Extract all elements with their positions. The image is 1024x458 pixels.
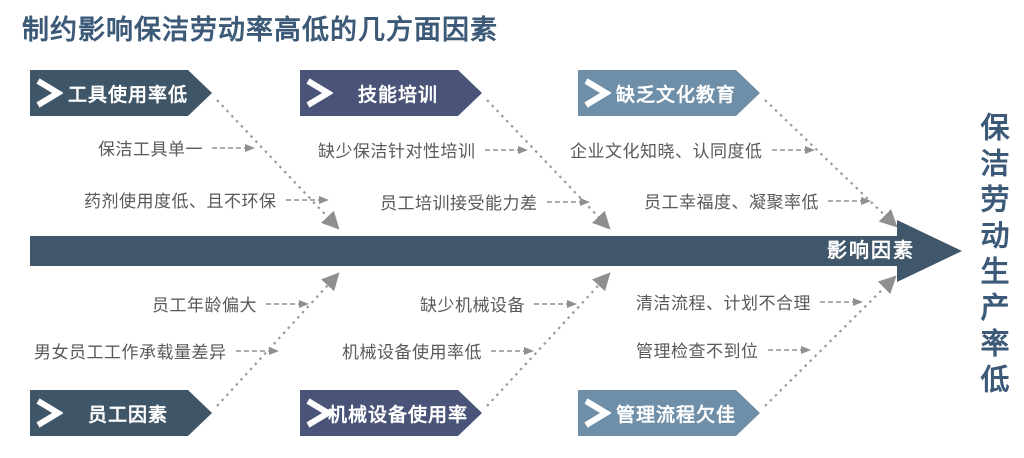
- cause-label: 男女员工工作承载量差异: [34, 343, 227, 362]
- cause-label: 员工年龄偏大: [152, 296, 257, 315]
- cause-item: 药剂使用度低、且不环保: [84, 187, 330, 212]
- cause-item: 员工年龄偏大: [152, 291, 310, 316]
- category-label: 机械设备使用率: [327, 404, 468, 426]
- category-banner-staff: 员工因素: [30, 390, 212, 436]
- cause-item: 缺少保洁针对性培训: [318, 137, 529, 162]
- cause-item: 企业文化知晓、认同度低: [570, 137, 816, 162]
- dashed-arrow-icon: [484, 145, 528, 154]
- dashed-arrow-icon: [212, 143, 255, 152]
- cause-item: 男女员工工作承载量差异: [34, 338, 280, 363]
- cause-label: 缺少保洁针对性培训: [318, 142, 476, 161]
- chevron-right-icon: [35, 390, 63, 436]
- cause-item: 机械设备使用率低: [342, 338, 535, 363]
- category-label: 缺乏文化教育: [615, 84, 736, 106]
- dashed-arrow-icon: [546, 197, 590, 206]
- effect-label: 保洁劳动生产率低: [976, 112, 1008, 400]
- category-banner-tools: 工具使用率低: [30, 70, 212, 116]
- category-label: 管理流程欠佳: [615, 404, 736, 426]
- cause-item: 缺少机械设备: [420, 291, 578, 316]
- cause-label: 机械设备使用率低: [342, 343, 482, 362]
- dashed-arrow-icon: [771, 145, 815, 154]
- cause-item: 保洁工具单一: [98, 135, 256, 160]
- dashed-arrow-icon: [235, 346, 279, 355]
- cause-label: 药剂使用度低、且不环保: [84, 192, 277, 211]
- dashed-arrow-icon: [285, 195, 329, 204]
- cause-label: 员工培训接受能力差: [380, 194, 538, 213]
- category-banner-management: 管理流程欠佳: [578, 390, 760, 436]
- category-label: 技能培训: [357, 84, 438, 106]
- chevron-right-icon: [583, 70, 611, 116]
- cause-label: 企业文化知晓、认同度低: [570, 142, 763, 161]
- chevron-right-icon: [305, 390, 333, 436]
- dashed-arrow-icon: [491, 346, 534, 355]
- chevron-right-icon: [583, 390, 611, 436]
- cause-label: 员工幸福度、凝聚率低: [644, 193, 819, 212]
- category-label: 员工因素: [87, 404, 168, 426]
- cause-item: 员工培训接受能力差: [380, 189, 591, 214]
- category-banner-culture: 缺乏文化教育: [578, 70, 760, 116]
- cause-item: 员工幸福度、凝聚率低: [644, 188, 872, 213]
- page-title: 制约影响保洁劳动率高低的几方面因素: [22, 15, 498, 45]
- cause-label: 保洁工具单一: [98, 140, 203, 159]
- dashed-arrow-icon: [820, 297, 863, 306]
- main-arrow-label: 影响因素: [827, 240, 915, 262]
- chevron-right-icon: [305, 70, 333, 116]
- category-banner-machinery: 机械设备使用率: [300, 390, 482, 436]
- cause-label: 管理检查不到位: [636, 342, 759, 361]
- cause-label: 清洁流程、计划不合理: [636, 294, 811, 313]
- dashed-arrow-icon: [266, 299, 309, 308]
- dashed-arrow-icon: [534, 299, 577, 308]
- dashed-arrow-icon: [767, 345, 811, 354]
- dashed-arrow-icon: [828, 196, 871, 205]
- cause-label: 缺少机械设备: [420, 296, 525, 315]
- cause-item: 清洁流程、计划不合理: [636, 289, 864, 314]
- chevron-right-icon: [35, 70, 63, 116]
- category-label: 工具使用率低: [67, 84, 188, 106]
- cause-item: 管理检查不到位: [636, 337, 812, 362]
- category-banner-training: 技能培训: [300, 70, 482, 116]
